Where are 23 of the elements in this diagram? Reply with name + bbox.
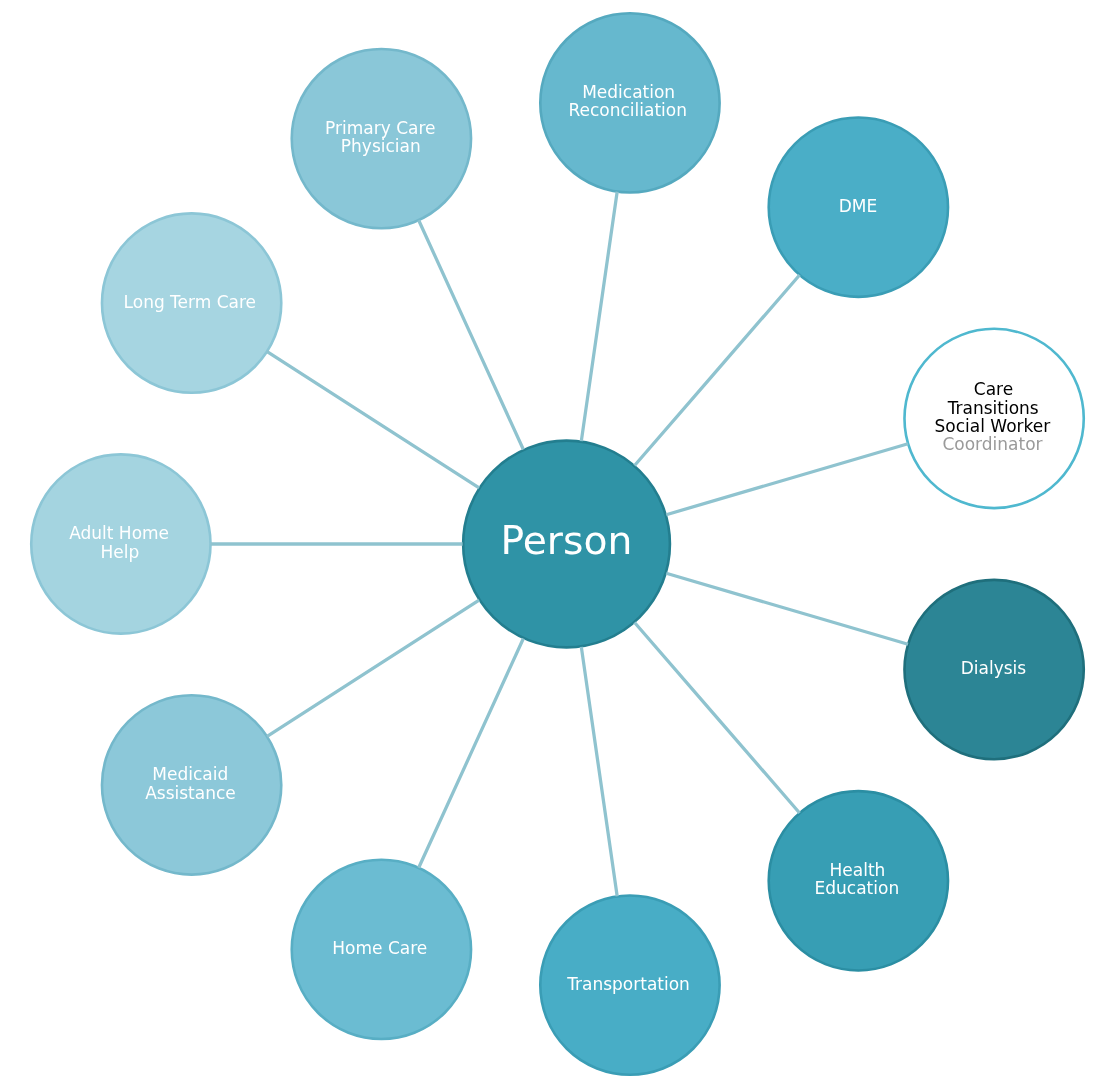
connector bbox=[266, 350, 480, 490]
node-circle: Long Term Care bbox=[100, 212, 283, 394]
connector bbox=[210, 542, 463, 546]
node-circle: Primary Care Physician bbox=[290, 47, 473, 230]
node-circle: Dialysis bbox=[903, 578, 1086, 761]
connector bbox=[266, 598, 480, 738]
node-circle: Medicaid Assistance bbox=[100, 694, 283, 876]
node-circle: DME bbox=[767, 116, 950, 299]
connector bbox=[633, 273, 801, 467]
node-circle: Medication Reconciliation bbox=[539, 11, 721, 194]
node-circle: Adult Home Help bbox=[29, 453, 212, 635]
connector bbox=[417, 219, 525, 451]
connector bbox=[417, 637, 525, 869]
node-circle: Care Transitions Social Worker Coordinator bbox=[903, 327, 1086, 510]
node-circle: Home Care bbox=[290, 858, 473, 1041]
node-circle: Transportation bbox=[539, 894, 721, 1077]
connector bbox=[579, 646, 619, 897]
connector bbox=[579, 191, 619, 442]
connector bbox=[665, 442, 909, 517]
node-circle: Health Education bbox=[767, 789, 950, 972]
connector bbox=[665, 571, 909, 646]
connector bbox=[633, 621, 801, 815]
node-circle: Person bbox=[461, 439, 672, 649]
